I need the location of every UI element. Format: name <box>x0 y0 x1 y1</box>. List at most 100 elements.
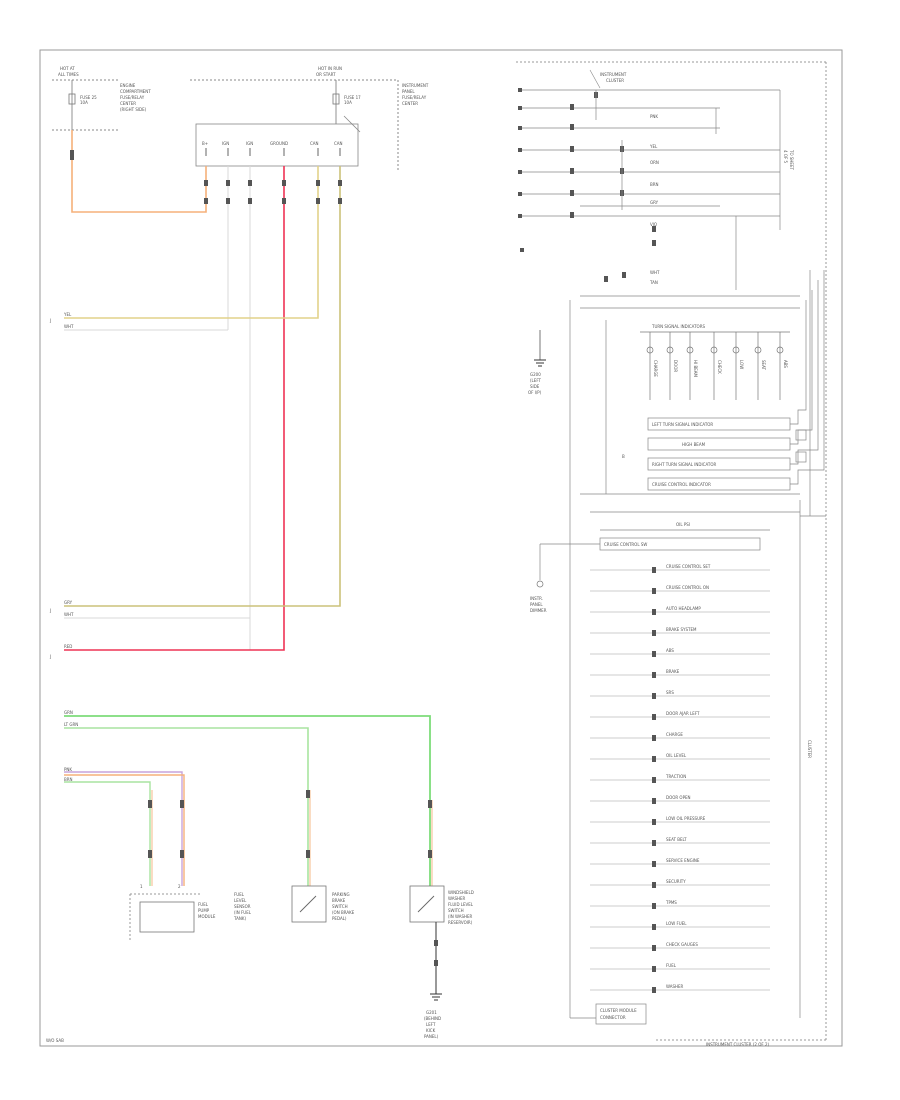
message-row-connector <box>652 609 656 615</box>
svg-text:LEVEL: LEVEL <box>234 898 247 903</box>
hot-in-run-2: OR START <box>316 72 336 77</box>
message-row-connector <box>652 672 656 678</box>
left-wire-labels: YEL WHT GRY WHT RED GRN LT GRN PNK BRN <box>63 312 78 782</box>
svg-text:(BEHIND: (BEHIND <box>424 1016 441 1021</box>
svg-text:B: B <box>622 454 625 459</box>
message-row-connector <box>652 630 656 636</box>
message-row-connector <box>652 882 656 888</box>
message-row-label: BRAKE <box>666 669 680 674</box>
svg-text:WHT: WHT <box>64 612 74 617</box>
message-row-label: LOW FUEL <box>666 921 687 926</box>
module-pin-labels: B+ IGN IGN GROUND CAN CAN <box>202 141 343 146</box>
message-row-connector <box>652 861 656 867</box>
svg-text:4 OF 5: 4 OF 5 <box>783 150 788 164</box>
message-row-label: DOOR AJAR LEFT <box>666 711 700 716</box>
svg-text:WINDSHIELD: WINDSHIELD <box>448 890 474 895</box>
svg-text:FUEL: FUEL <box>234 892 245 897</box>
junction-left-label: ENGINE COMPARTMENT FUSE/RELAY CENTER (RI… <box>120 83 151 112</box>
svg-text:YEL: YEL <box>63 312 72 317</box>
cluster-top-label-2: CLUSTER <box>606 78 624 83</box>
svg-text:BRN: BRN <box>650 182 659 187</box>
svg-text:LOW: LOW <box>739 360 744 369</box>
message-row-connector <box>652 903 656 909</box>
ground-g200-label: G200 (LEFT SIDE OF I/P) <box>528 372 542 395</box>
svg-text:CAN: CAN <box>334 141 343 146</box>
svg-text:CRUISE CONTROL INDICATOR: CRUISE CONTROL INDICATOR <box>652 482 711 487</box>
svg-text:IGN: IGN <box>246 141 253 146</box>
svg-text:LT GRN: LT GRN <box>64 722 78 727</box>
ground-wire-marks <box>434 940 438 966</box>
svg-text:ORN: ORN <box>650 160 659 165</box>
ground-g201-symbol <box>430 993 442 1001</box>
svg-text:G201: G201 <box>426 1010 437 1015</box>
right-section: INSTRUMENT CLUSTER PNK YEL ORN BRN GRY V… <box>516 61 827 1047</box>
svg-text:SWITCH: SWITCH <box>332 904 348 909</box>
svg-text:YEL: YEL <box>649 144 658 149</box>
message-row-connector <box>652 840 656 846</box>
svg-text:PARKING: PARKING <box>332 892 350 897</box>
right-footer: INSTRUMENT CLUSTER (2 OF 2) <box>706 1042 770 1047</box>
svg-text:TANK): TANK) <box>233 916 246 921</box>
svg-text:HI BEAM: HI BEAM <box>693 360 698 377</box>
svg-text:DOOR: DOOR <box>673 360 678 372</box>
message-row-label: WASHER <box>666 984 684 989</box>
wire-lightgreen-brake <box>64 727 309 886</box>
svg-text:RIGHT TURN SIGNAL INDICATOR: RIGHT TURN SIGNAL INDICATOR <box>652 462 716 467</box>
svg-text:(IN WASHER: (IN WASHER <box>448 914 473 919</box>
svg-text:HIGH BEAM: HIGH BEAM <box>682 442 706 447</box>
wire-yellow-can-2 <box>64 166 341 607</box>
wire-connector-marks <box>70 150 342 204</box>
hot-in-run-1: HOT IN RUN <box>318 66 342 71</box>
bar-connectors <box>790 270 825 485</box>
message-row-label: CHECK GAUGES <box>666 942 698 947</box>
message-row-connector <box>652 588 656 594</box>
svg-text:CHECK: CHECK <box>717 360 722 374</box>
svg-text:RESERVOIR): RESERVOIR) <box>448 920 473 925</box>
svg-text:CENTER: CENTER <box>402 101 418 106</box>
message-row-connector <box>652 819 656 825</box>
svg-text:GROUND: GROUND <box>270 141 288 146</box>
svg-text:PNK: PNK <box>650 114 658 119</box>
fuse-17-label-1: FUSE 17 <box>344 95 361 100</box>
wire-lightgreen-fuel <box>64 781 151 886</box>
svg-text:B+: B+ <box>202 141 208 146</box>
svg-text:PUMP: PUMP <box>198 908 210 913</box>
message-row-label: CRUISE CONTROL SET <box>666 564 711 569</box>
message-row-label: ABS <box>666 648 674 653</box>
svg-text:IGN: IGN <box>222 141 229 146</box>
svg-text:FUSE/RELAY: FUSE/RELAY <box>120 95 145 100</box>
wire-violet-fuel <box>64 771 183 886</box>
wire-green-washer <box>64 715 431 886</box>
message-row-connector <box>652 798 656 804</box>
fuel-level-sensor <box>139 901 195 933</box>
parking-brake-label: PARKING BRAKE SWITCH (ON BRAKE PEDAL) <box>332 892 355 921</box>
washer-fluid-label: WINDSHIELD WASHER FLUID LEVEL SWITCH (IN… <box>448 890 474 925</box>
fuse-left-hot-2: ALL TIMES <box>58 72 79 77</box>
module-connector-box <box>195 123 359 167</box>
cluster-module-box <box>595 1003 647 1025</box>
message-row-connector <box>652 987 656 993</box>
svg-text:WHT: WHT <box>64 324 74 329</box>
svg-text:CAN: CAN <box>310 141 319 146</box>
svg-text:(ON BRAKE: (ON BRAKE <box>332 910 355 915</box>
svg-text:FUEL: FUEL <box>198 902 209 907</box>
fuse-25-label-1: FUSE 25 <box>80 95 97 100</box>
message-row-label: TPMS <box>665 900 677 905</box>
svg-text:ABS: ABS <box>783 360 788 368</box>
svg-text:INSTR.: INSTR. <box>530 596 543 601</box>
svg-text:FUSE/RELAY: FUSE/RELAY <box>402 95 427 100</box>
cluster-top-row-labels: PNK YEL ORN BRN GRY VIO WHT TAN <box>649 114 660 285</box>
message-row-label: BRAKE SYSTEM <box>666 627 697 632</box>
cluster-top-marks <box>518 88 656 282</box>
fuse-17-symbol <box>332 93 340 105</box>
message-row-connector <box>652 693 656 699</box>
wire-yellow-can-1 <box>64 166 319 319</box>
wire-orange-fuel <box>64 774 185 886</box>
message-row-label: CRUISE CONTROL ON <box>666 585 709 590</box>
svg-text:COMPARTMENT: COMPARTMENT <box>120 89 151 94</box>
left-section: HOT AT ALL TIMES FUSE 25 10A ENGINE COMP… <box>46 66 474 1043</box>
svg-text:SIDE: SIDE <box>530 384 540 389</box>
message-row-connector <box>652 735 656 741</box>
